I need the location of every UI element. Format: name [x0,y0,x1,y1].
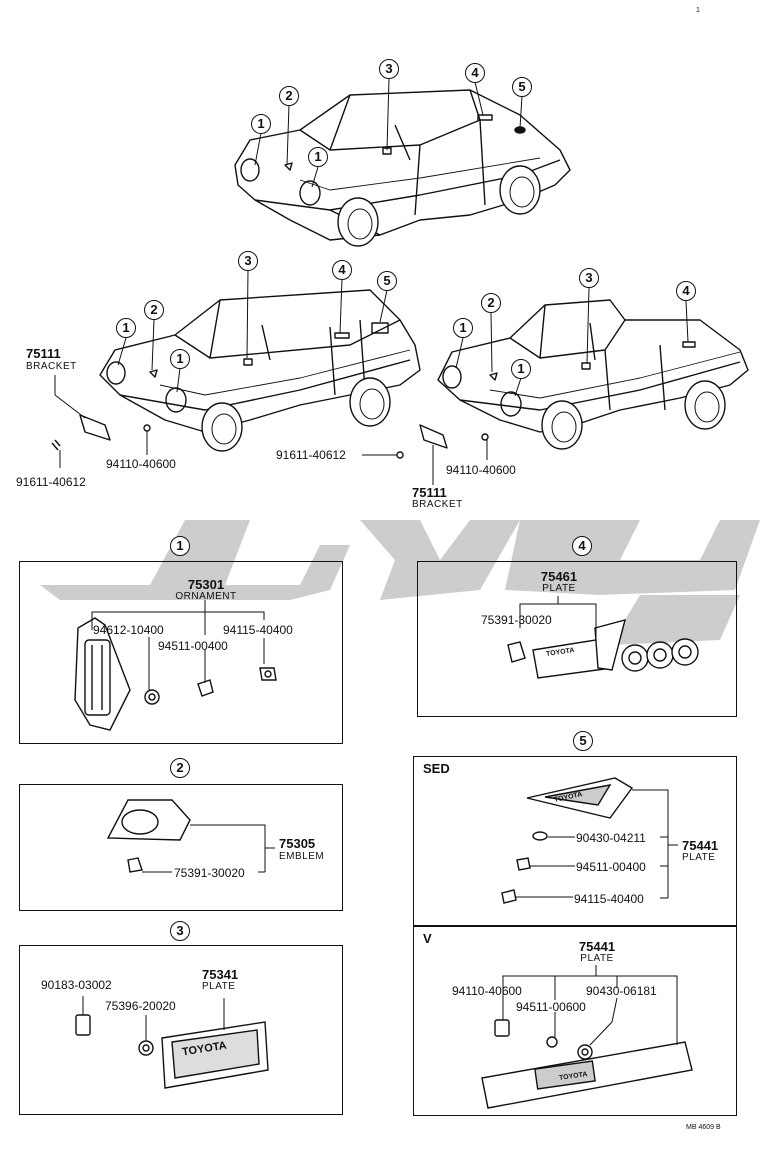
nut-right-number: 94110-40600 [446,463,516,477]
part-94115-40400-sed: 94115-40400 [574,892,644,906]
bracket-left-number: 75111 [26,346,61,361]
plate-sed-number: 75441 [682,838,719,853]
section-5-sed-box: SED 90430-04211 94511-00400 94115-40400 … [413,756,737,926]
plate-sed-name: PLATE [682,852,716,863]
plate-sed-drawing [501,777,634,904]
plate-1000-drawing [507,619,699,679]
plate-sed-lettering: TOYOTA [553,791,583,804]
plate-1000-name: PLATE [542,583,576,594]
section-1-ornament-box: 75301 ORNAMENT 94612-10400 94511-00400 9… [19,561,343,744]
marker-4-coupe: 4 [465,63,485,83]
plate-v-name: PLATE [580,953,614,964]
bracket-left-name: BRACKET [26,361,77,372]
marker-2-coupe: 2 [279,86,299,106]
marker-1-sedan-right: 1 [170,349,190,369]
section-2-marker: 2 [170,758,190,778]
plate-v-drawing [481,1019,693,1109]
page-corner-mark: 1 [696,7,700,14]
v-label: V [423,931,432,946]
car-pickup-drawing [396,299,749,459]
emblem-name: EMBLEM [279,851,325,862]
screw-left-number: 91611-40612 [16,475,86,489]
plate-v-lettering: TOYOTA [558,1071,588,1082]
part-75391-30020-a: 75391-30020 [481,613,552,627]
screw-right-number: 91611-40612 [276,448,346,462]
drawing-code: MB 4609 B [686,1124,721,1131]
part-94511-00400-sed: 94511-00400 [576,860,646,874]
plate-75341-number: 75341 [202,967,239,982]
section-5-v-box: V 75441 PLATE 94110-40600 90430-06181 94… [413,926,737,1116]
marker-2-pickup: 2 [481,293,501,313]
marker-1-coupe-right: 1 [308,147,328,167]
plate-1000-lettering: TOYOTA [545,647,575,658]
section-5-marker: 5 [573,731,593,751]
part-75396-20020: 75396-20020 [105,999,176,1013]
marker-4-pickup: 4 [676,281,696,301]
marker-1-pickup-right: 1 [511,359,531,379]
nut-left-number: 94110-40600 [106,457,176,471]
section-3-marker: 3 [170,921,190,941]
marker-1-sedan-left: 1 [116,318,136,338]
marker-5-coupe: 5 [512,77,532,97]
ornament-name: ORNAMENT [175,591,237,602]
car-coupe-drawing [234,89,571,247]
part-94612-10400: 94612-10400 [93,623,164,637]
section-3-plate-box: 75341 PLATE 90183-03002 75396-20020 TOYO… [19,945,343,1115]
part-94511-00600: 94511-00600 [516,1000,586,1014]
marker-5-sedan: 5 [377,271,397,291]
sed-label: SED [423,761,450,776]
watermark [40,520,760,645]
ornament-drawing [74,617,277,731]
marker-2-sedan: 2 [144,300,164,320]
marker-3-sedan: 3 [238,251,258,271]
section-2-emblem-box: 75305 EMBLEM 75391-30020 [19,784,343,911]
leader-lines [54,77,689,485]
bracket-right-number: 75111 [412,485,447,500]
section-4-plate-box: 75461 PLATE 75391-30020 TOYOTA [417,561,737,717]
plate-75341-name: PLATE [202,981,236,992]
plate-v-number: 75441 [578,939,616,954]
part-90430-06181: 90430-06181 [586,984,657,998]
part-94511-00400: 94511-00400 [158,639,228,653]
section-4-marker: 4 [572,536,592,556]
plate-1000-number: 75461 [540,569,578,584]
part-90183-03002: 90183-03002 [41,978,112,992]
part-94115-40400: 94115-40400 [223,623,293,637]
emblem-drawing [106,799,191,873]
bracket-right-name: BRACKET [412,499,463,510]
ornament-number: 75301 [187,577,225,592]
plate-75341-lettering: TOYOTA [181,1039,228,1059]
part-94110-40600-v: 94110-40600 [452,984,522,998]
marker-1-coupe-left: 1 [251,114,271,134]
marker-3-coupe: 3 [379,59,399,79]
car-sedan-drawing [51,289,421,452]
marker-3-pickup: 3 [579,268,599,288]
marker-4-sedan: 4 [332,260,352,280]
marker-1-pickup-left: 1 [453,318,473,338]
emblem-number: 75305 [279,836,316,851]
part-90430-04211: 90430-04211 [576,831,646,845]
section-1-marker: 1 [170,536,190,556]
part-75391-30020-b: 75391-30020 [174,866,245,880]
